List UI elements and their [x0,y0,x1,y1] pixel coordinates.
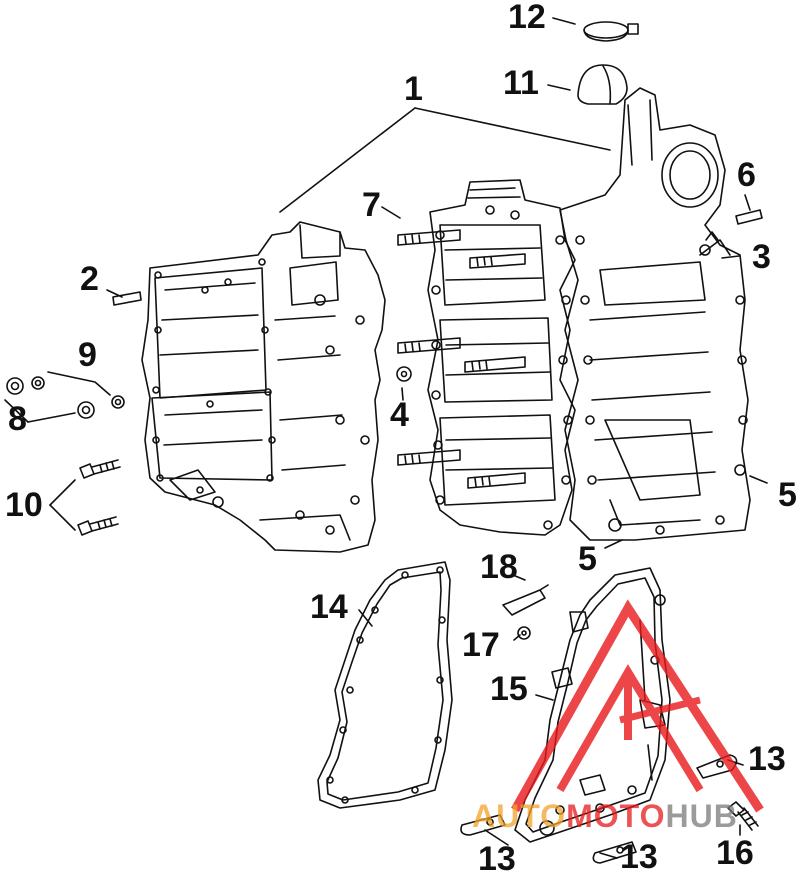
cylinder-block [427,179,576,536]
callout-10: 10 [5,486,43,524]
part-14-gasket [317,561,453,809]
callout-12: 12 [508,0,546,36]
callout-6: 6 [737,156,756,194]
callout-8: 8 [8,400,27,438]
callout-15: 15 [490,670,528,708]
part-2-pin [112,291,142,306]
callout-17: 17 [462,626,500,664]
callout-16: 16 [716,834,754,872]
callout-13-right: 13 [748,740,786,778]
part-10-bolts [77,459,121,536]
callout-5-right: 5 [778,476,797,514]
part-12-band-clamp [583,21,639,42]
callout-18: 18 [480,548,518,586]
callout-4: 4 [390,396,409,434]
leader-lines [4,17,768,859]
callout-7: 7 [362,186,381,224]
callout-5-bottom: 5 [578,540,597,578]
watermark-part-hub: HUB [665,798,738,834]
part-16-bolt [727,801,759,831]
watermark-logo [511,599,764,813]
part-17-nut [517,626,531,640]
watermark-part-auto: AUTO [472,798,567,834]
callout-9: 9 [78,336,97,374]
part-18-bracket [502,584,549,616]
callout-3: 3 [752,238,771,276]
callout-14: 14 [310,588,348,626]
part-11-cap [577,64,628,105]
part-6-pin [735,209,763,225]
part-15-plate [514,567,671,843]
part-8-9-nuts-washers [6,376,125,419]
callout-13-bottom-mid: 13 [620,838,658,876]
callout-11: 11 [503,64,539,102]
callout-2: 2 [80,260,99,298]
cylinder-head-cover [141,221,386,553]
callout-13-bottom-left: 13 [478,840,516,878]
watermark-part-moto: MOTO [566,798,666,834]
callout-1: 1 [404,70,423,108]
part-4-nut [396,366,412,382]
watermark-text: AUTOMOTOHUB [472,798,738,835]
part-7-studs [397,229,526,489]
crankcase [559,87,751,541]
